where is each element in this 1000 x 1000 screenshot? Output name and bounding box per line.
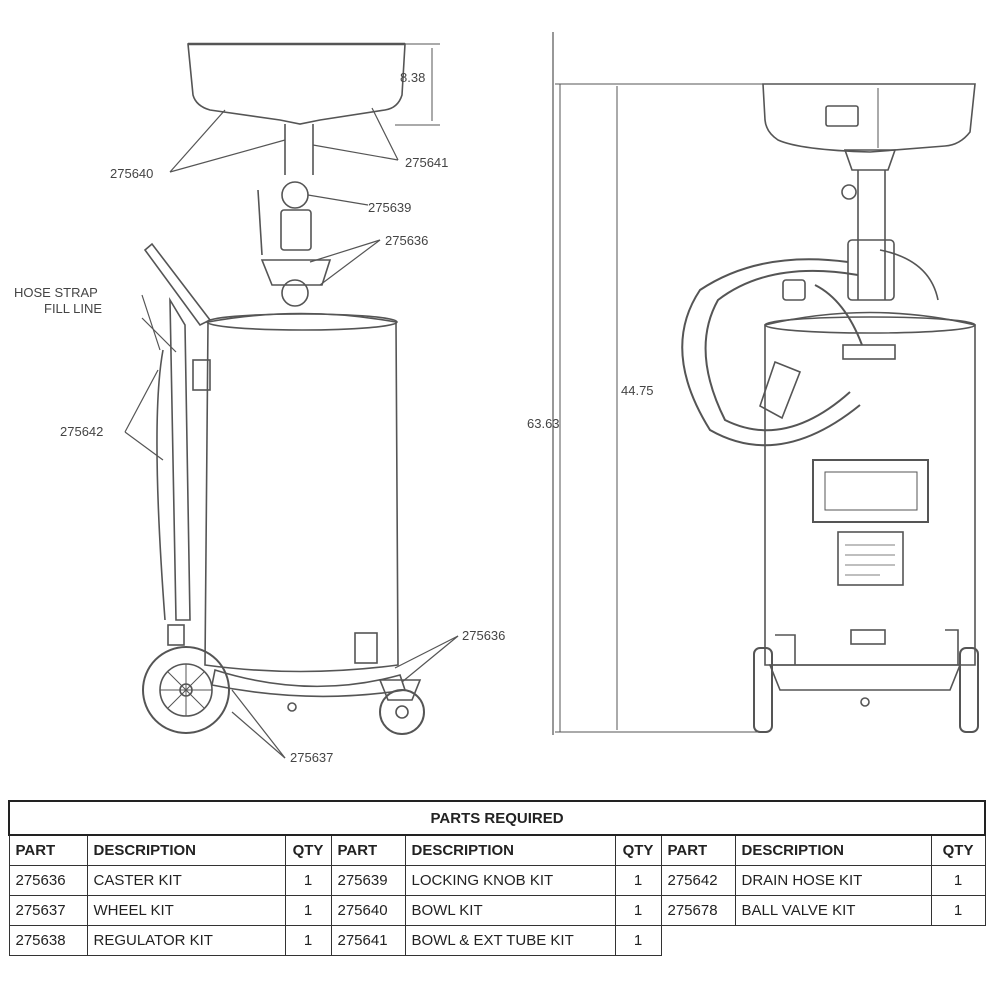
table-row: 275636 CASTER KIT 1 275639 LOCKING KNOB … (8, 865, 986, 896)
side-caster (379, 689, 425, 735)
header-qty: QTY (614, 834, 662, 866)
header-description: DESCRIPTION (86, 834, 286, 866)
header-qty: QTY (930, 834, 986, 866)
part-qty: 1 (284, 865, 332, 896)
part-description: DRAIN HOSE KIT (734, 865, 932, 896)
callout-bowl-ext-tube-kit: 275641 (405, 155, 448, 170)
callout-hose-strap: HOSE STRAP (14, 285, 98, 300)
header-part: PART (8, 834, 88, 866)
side-handle (143, 242, 212, 327)
callout-wheel: 275637 (290, 750, 333, 765)
part-description: BALL VALVE KIT (734, 895, 932, 926)
part-number: 275678 (660, 895, 736, 926)
side-locking-knob (281, 181, 309, 209)
callout-caster: 275636 (462, 628, 505, 643)
part-qty: 1 (614, 895, 662, 926)
technical-drawing: 8.38 275640 275641 275639 275636 HOSE ST… (14, 32, 979, 765)
side-tank (204, 312, 399, 673)
side-ball-valve (260, 259, 332, 286)
dimension-label-8-38: 8.38 (400, 70, 425, 85)
header-description: DESCRIPTION (404, 834, 616, 866)
header-part: PART (660, 834, 736, 866)
part-number: 275641 (330, 925, 406, 956)
callout-bowl-kit: 275640 (110, 166, 153, 181)
front-drain-hose (681, 258, 861, 447)
table-header-row: PART DESCRIPTION QTY PART DESCRIPTION QT… (8, 834, 986, 866)
table-row: 275638 REGULATOR KIT 1 275641 BOWL & EXT… (8, 925, 985, 956)
part-qty: 1 (284, 895, 332, 926)
callout-drain-hose: 275642 (60, 424, 103, 439)
parts-required-table: PARTS REQUIRED PART DESCRIPTION QTY PART… (7, 800, 987, 956)
part-description: BOWL & EXT TUBE KIT (404, 925, 616, 956)
side-view (142, 42, 440, 735)
part-number: 275637 (8, 895, 88, 926)
callout-locking-knob: 275639 (368, 200, 411, 215)
part-qty: 1 (284, 925, 332, 956)
dimension-label-63-63: 63.63 (527, 416, 560, 431)
part-description: REGULATOR KIT (86, 925, 286, 956)
side-wheel (142, 646, 230, 734)
front-brand-plate (812, 459, 929, 523)
table-title: PARTS REQUIRED (7, 800, 987, 836)
front-warning-label (837, 531, 904, 586)
header-description: DESCRIPTION (734, 834, 932, 866)
side-view-leaders (124, 107, 459, 759)
front-tank (764, 311, 976, 666)
header-qty: QTY (284, 834, 332, 866)
front-bowl (762, 83, 976, 153)
front-right-wheel (959, 647, 979, 733)
part-qty: 1 (930, 865, 986, 896)
side-bowl (187, 43, 406, 125)
side-base (211, 668, 407, 698)
part-description: BOWL KIT (404, 895, 616, 926)
part-description: CASTER KIT (86, 865, 286, 896)
part-qty: 1 (930, 895, 986, 926)
part-number: 275639 (330, 865, 406, 896)
callout-fill-line: FILL LINE (44, 301, 102, 316)
front-view (555, 83, 979, 733)
part-qty: 1 (614, 865, 662, 896)
part-qty: 1 (614, 925, 662, 956)
dimension-label-44-75: 44.75 (621, 383, 654, 398)
part-number: 275642 (660, 865, 736, 896)
table-row: 275637 WHEEL KIT 1 275640 BOWL KIT 1 275… (8, 895, 986, 926)
front-left-wheel (753, 647, 773, 733)
callout-valve: 275636 (385, 233, 428, 248)
side-extension-tube (284, 124, 314, 175)
part-number: 275636 (8, 865, 88, 896)
part-description: WHEEL KIT (86, 895, 286, 926)
empty-cell (661, 926, 985, 956)
header-part: PART (330, 834, 406, 866)
part-description: LOCKING KNOB KIT (404, 865, 616, 896)
part-number: 275640 (330, 895, 406, 926)
part-number: 275638 (8, 925, 88, 956)
